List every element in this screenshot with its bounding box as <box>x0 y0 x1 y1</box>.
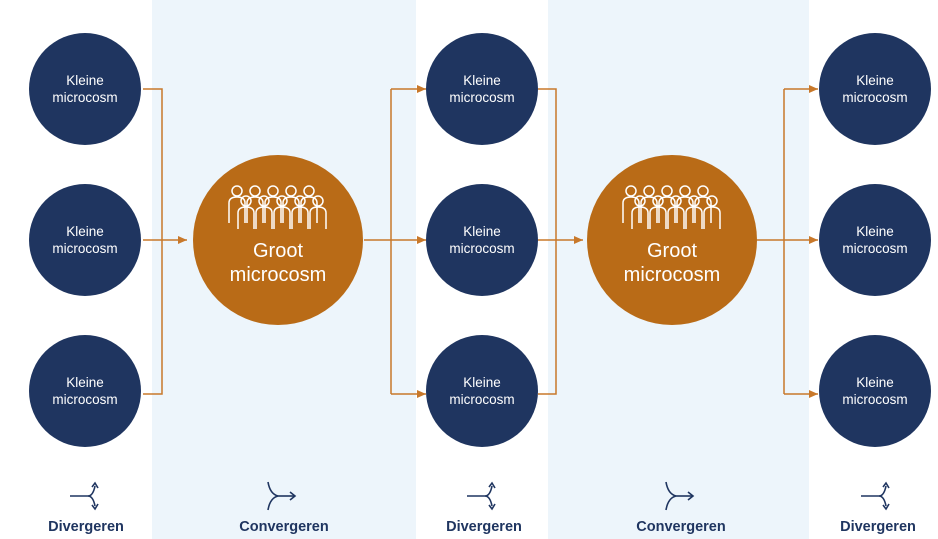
diverge-icon <box>861 481 890 511</box>
large-node-label: Groot <box>252 240 304 262</box>
large-microcosm-node: Groot microcosm <box>587 155 757 325</box>
group-of-people-icon <box>622 185 721 229</box>
converge-icon <box>267 481 297 511</box>
converge-icon <box>665 481 695 511</box>
group-of-people-icon <box>228 185 327 229</box>
phase-label: Divergeren <box>840 519 916 535</box>
large-node-label: microcosm <box>229 264 327 286</box>
phase-label: Divergeren <box>48 519 124 535</box>
phase-label: Convergeren <box>239 519 329 535</box>
phase-label: Convergeren <box>636 519 726 535</box>
phase-label: Divergeren <box>446 519 522 535</box>
connector-line <box>538 88 557 395</box>
large-microcosm-node: Groot microcosm <box>193 155 363 325</box>
diverge-icon <box>467 481 496 511</box>
large-node-label: Groot <box>646 240 698 262</box>
diverge-icon <box>70 481 99 511</box>
connector-line <box>143 88 163 395</box>
large-node-label: microcosm <box>623 264 721 286</box>
